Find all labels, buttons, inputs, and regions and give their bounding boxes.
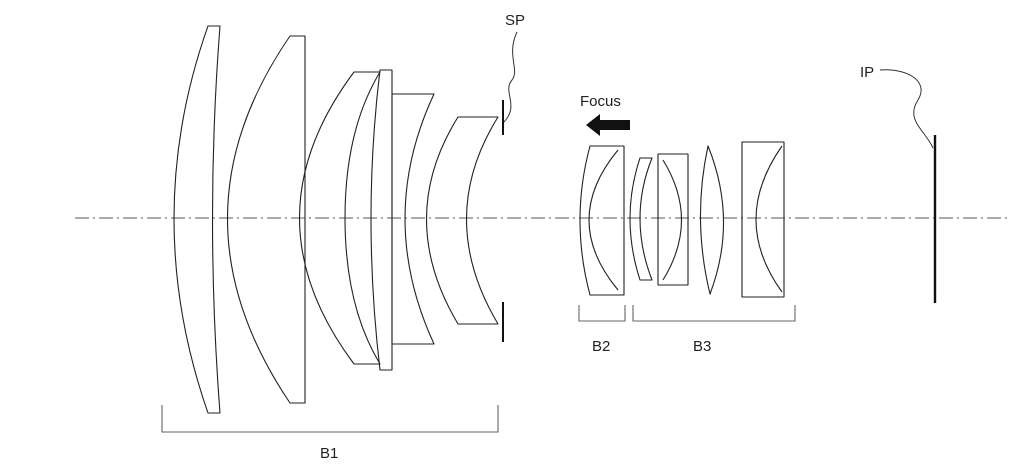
lens-b3-4 [741,141,785,298]
ip-leader-line [879,69,934,149]
lens-b1-4 [370,69,393,371]
lens-b3-2 [657,153,689,286]
lens-b1-2 [227,35,306,404]
lens-b1-3 [299,71,381,365]
lens-b3-3 [699,145,725,295]
lens-b2-1-inner [588,149,619,291]
lens-b1-1 [173,25,221,414]
lens-b1-6 [425,116,499,325]
focus-label: Focus [580,93,621,110]
lens-group-b2 [579,145,625,296]
bracket-b1 [161,405,499,433]
left-arrow-icon [586,114,630,136]
lens-b3-2-inner [662,159,683,281]
lens-group-b3 [629,141,785,298]
lens-b3-1 [629,157,653,281]
bracket-b2 [578,305,626,322]
b2-label: B2 [592,338,610,355]
sp-leader-line [503,31,518,123]
b1-label: B1 [320,445,338,462]
lens-b3-4-inner [755,145,783,293]
lens-b1-5 [391,93,435,345]
sp-label: SP [505,12,525,29]
aperture-stop [502,31,518,342]
lens-group-b1 [173,25,499,414]
lens-b2-1 [579,145,625,296]
b3-label: B3 [693,338,711,355]
ip-label: IP [860,64,874,81]
bracket-b3 [632,305,796,322]
